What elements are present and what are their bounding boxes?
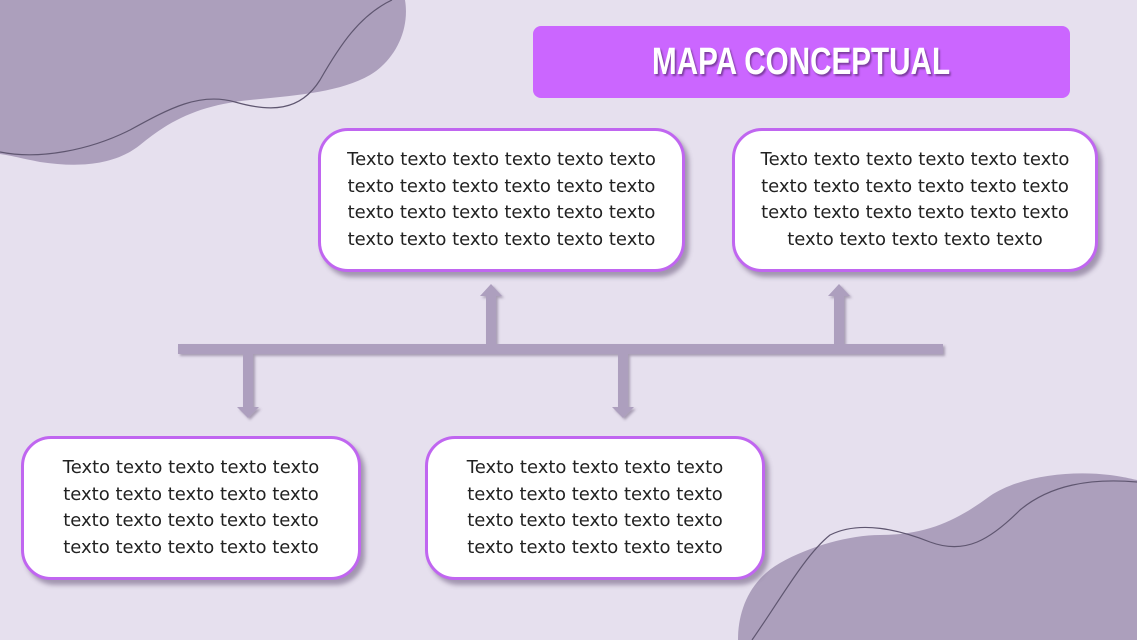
title-banner: MAPA CONCEPTUAL [533, 26, 1070, 98]
arrow-up-box-1-head [480, 284, 502, 296]
page-title: MAPA CONCEPTUAL [652, 40, 951, 83]
top-left-curve-line [0, 0, 393, 156]
concept-box-top-left: Texto texto texto texto texto texto text… [318, 128, 685, 272]
arrow-down-box-4-head [612, 407, 634, 418]
concept-box-bottom-middle: Texto texto texto texto texto texto text… [425, 436, 765, 580]
arrow-up-box-2-head [828, 284, 850, 296]
arrow-down-box-3-head [237, 407, 259, 418]
bottom-right-blob [738, 473, 1137, 640]
arrow-down-box-4-shaft [618, 353, 628, 408]
concept-box-text: Texto texto texto texto texto texto text… [760, 149, 1070, 250]
concept-box-text: Texto texto texto texto texto texto text… [62, 457, 320, 558]
top-left-blob [0, 0, 406, 165]
concept-box-top-right: Texto texto texto texto texto texto text… [732, 128, 1098, 272]
concept-box-bottom-left: Texto texto texto texto texto texto text… [21, 436, 361, 580]
arrow-down-box-3-shaft [243, 353, 253, 408]
arrow-up-box-1-shaft [486, 295, 496, 345]
arrow-up-box-2-shaft [834, 295, 844, 345]
concept-box-text: Texto texto texto texto texto texto text… [466, 457, 724, 558]
bottom-right-curve-line [751, 480, 1137, 640]
horizontal-connector [178, 344, 943, 354]
concept-box-text: Texto texto texto texto texto texto text… [347, 149, 656, 250]
